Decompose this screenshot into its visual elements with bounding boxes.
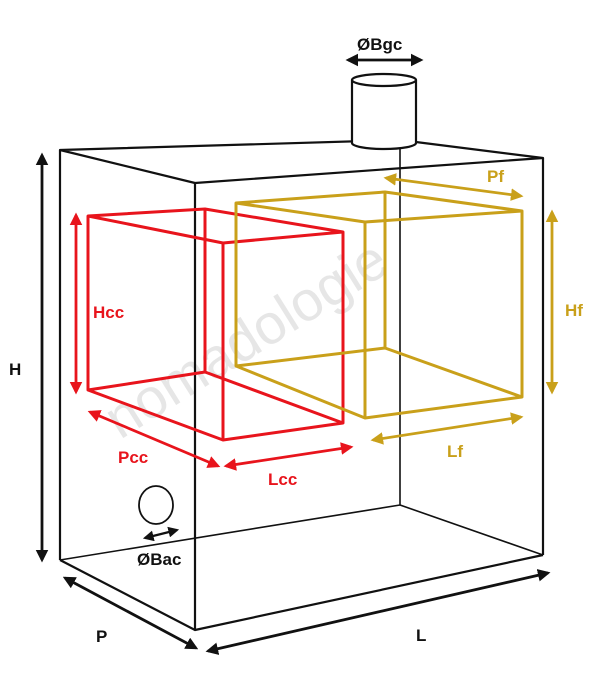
depth-arrow (62, 576, 199, 650)
oven-box (234, 190, 524, 420)
chamber-length-arrow (223, 442, 354, 471)
oven-depth-arrow (383, 173, 524, 201)
chimney-diameter-label: ØBgc (357, 35, 402, 54)
oven-length-label: Lf (447, 442, 463, 461)
length-arrow (205, 569, 551, 655)
length-label: L (416, 626, 426, 645)
air-inlet-diameter-arrow (142, 526, 180, 542)
oven-height-label: Hf (565, 301, 583, 320)
chamber-depth-label: Pcc (118, 448, 148, 467)
dimension-labels: ØBgc H P L ØBac Hcc Pcc Lcc Pf Hf Lf (9, 35, 583, 646)
air-inlet-diameter-label: ØBac (137, 550, 181, 569)
watermark: nomadologie (93, 227, 398, 450)
oven-length-arrow (370, 412, 524, 445)
chamber-height-label: Hcc (93, 303, 124, 322)
chimney (350, 72, 418, 151)
chamber-length-label: Lcc (268, 470, 297, 489)
oven-depth-label: Pf (487, 167, 504, 186)
dimension-arrows (35, 53, 559, 655)
chamber-depth-arrow (87, 410, 221, 468)
height-label: H (9, 360, 21, 379)
air-inlet-hole (138, 485, 174, 525)
depth-label: P (96, 627, 107, 646)
